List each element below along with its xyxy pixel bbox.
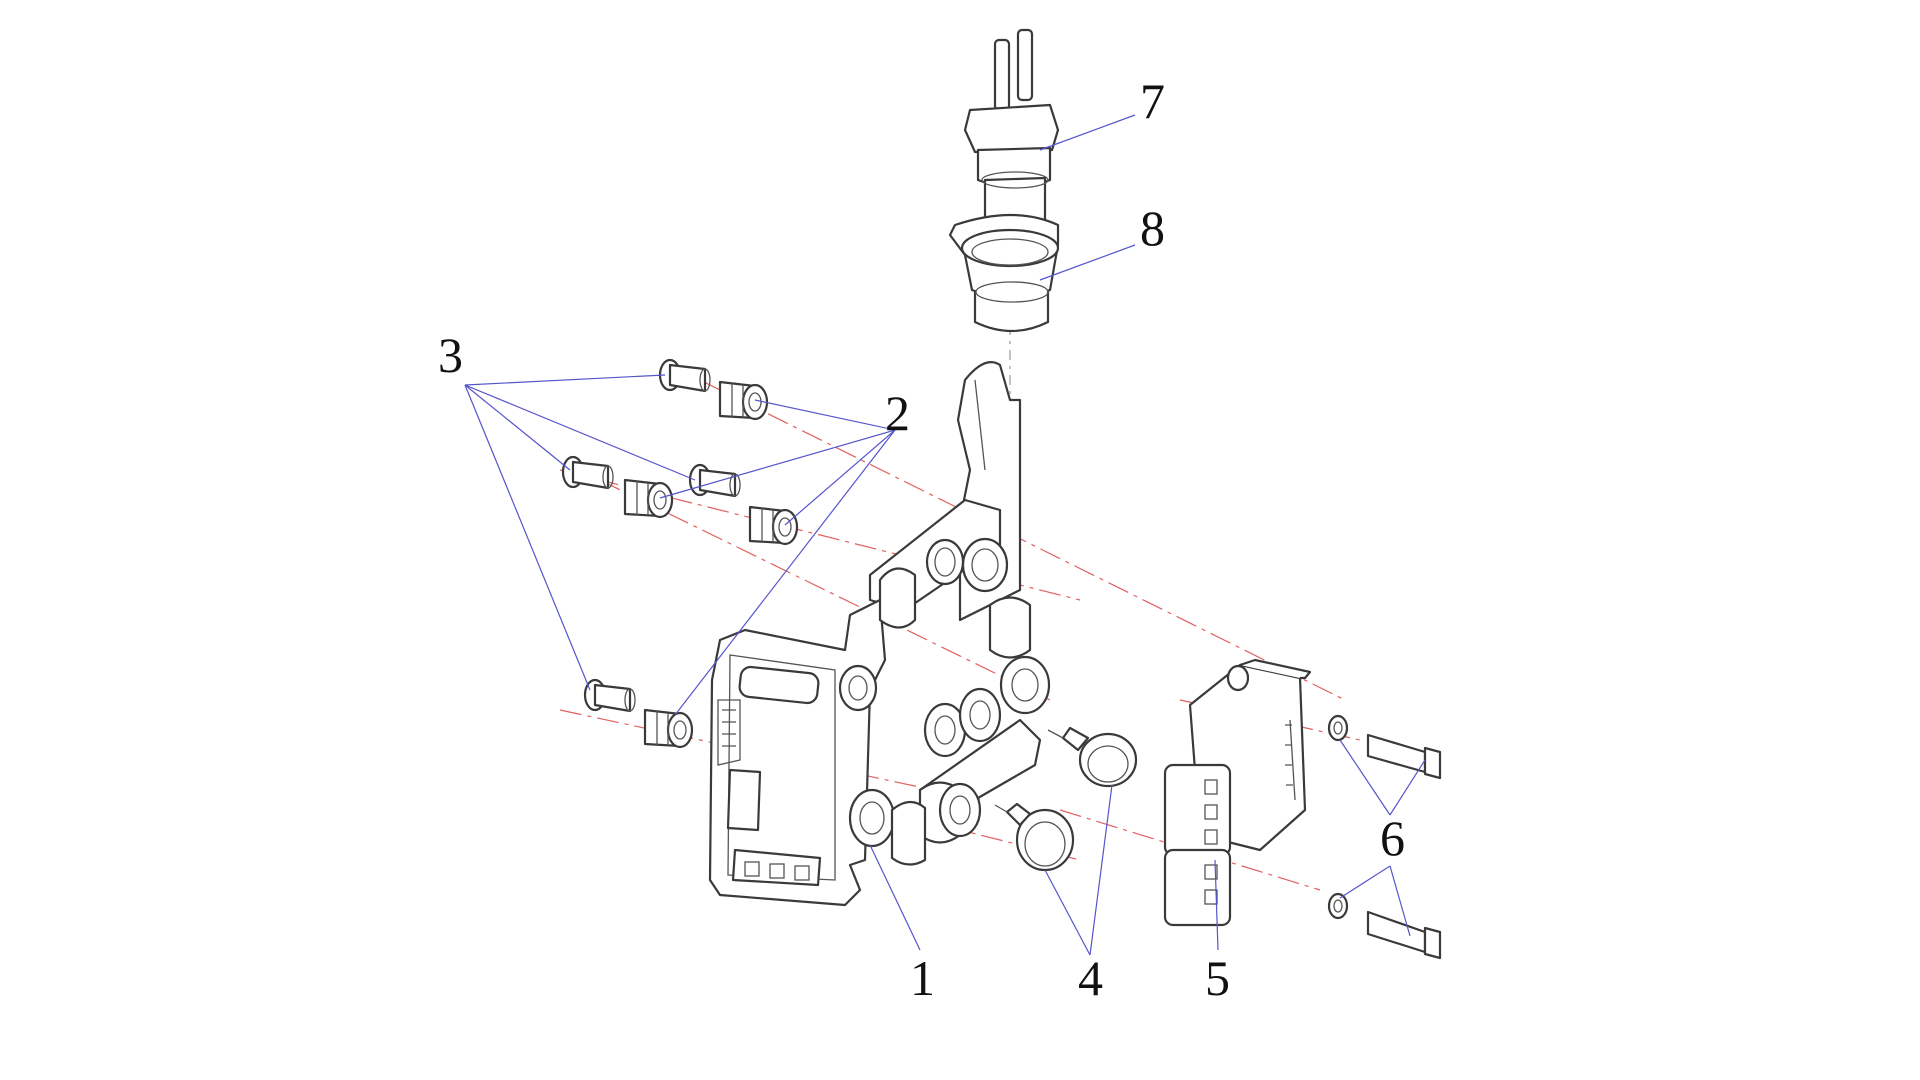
- part-3-bushings: [561, 358, 741, 713]
- part-7-sensor: [963, 28, 1060, 228]
- part-2-grommets: [623, 380, 799, 749]
- part-8-collar: [948, 213, 1060, 332]
- callout-4: 4: [1078, 950, 1103, 1006]
- callout-8: 8: [1140, 200, 1165, 256]
- part-4-clamps: [994, 726, 1138, 872]
- callout-1: 1: [910, 950, 935, 1006]
- callout-labels: 7 8 3 2 6 1 4 5: [438, 73, 1405, 1006]
- callout-2: 2: [885, 385, 910, 441]
- part-5-module: [1163, 658, 1312, 927]
- callout-3: 3: [438, 327, 463, 383]
- part-6-bolts: [1327, 714, 1442, 960]
- callout-6: 6: [1380, 810, 1405, 866]
- part-1-bracket: [708, 361, 1051, 907]
- leader-lines: [464, 114, 1426, 956]
- callout-7: 7: [1140, 73, 1165, 129]
- callout-5: 5: [1205, 950, 1230, 1006]
